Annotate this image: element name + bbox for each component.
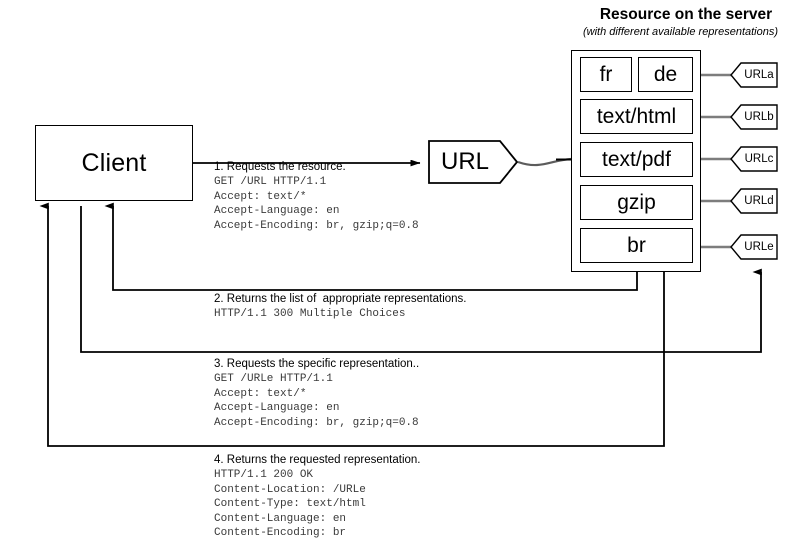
url-variant-shape [730, 234, 778, 260]
url-variant-urle: URLe [730, 234, 778, 260]
client-box: Client [35, 125, 193, 201]
message-1: 1. Requests the resource. GET /URL HTTP/… [214, 160, 544, 233]
url-variant-urla: URLa [730, 62, 778, 88]
url-variant-label: URLe [744, 241, 774, 253]
message-2: 2. Returns the list of appropriate repre… [214, 292, 544, 322]
message-3-title: 3. Requests the specific representation.… [214, 358, 420, 370]
representation-de: de [638, 57, 693, 92]
representation-br: br [580, 228, 693, 263]
message-4-http: HTTP/1.1 200 OK Content-Location: /URLe … [214, 469, 366, 540]
url-variant-urld: URLd [730, 188, 778, 214]
client-label: Client [81, 148, 147, 177]
url-variant-label: URLb [744, 111, 774, 123]
url-variant-shape [730, 104, 778, 130]
url-node: URL [428, 140, 518, 184]
message-1-http: GET /URL HTTP/1.1 Accept: text/* Accept-… [214, 176, 419, 232]
message-3-http: GET /URLe HTTP/1.1 Accept: text/* Accept… [214, 373, 419, 429]
url-variant-label: URLd [744, 195, 774, 207]
url-variant-shape [730, 188, 778, 214]
url-node-label: URL [440, 148, 489, 175]
message-1-title: 1. Requests the resource. [214, 161, 346, 173]
url-variant-shape [730, 62, 778, 88]
representation-gzip: gzip [580, 185, 693, 220]
representation-text-pdf: text/pdf [580, 142, 693, 177]
message-2-http: HTTP/1.1 300 Multiple Choices [214, 308, 406, 320]
url-variant-shape [730, 146, 778, 172]
representation-fr: fr [580, 57, 632, 92]
url-variant-urlb: URLb [730, 104, 778, 130]
message-4-title: 4. Returns the requested representation. [214, 454, 421, 466]
url-variant-urlc: URLc [730, 146, 778, 172]
message-3: 3. Requests the specific representation.… [214, 357, 544, 430]
resource-title: Resource on the server [599, 6, 773, 23]
resource-subtitle: (with different available representation… [582, 26, 779, 38]
message-4: 4. Returns the requested representation.… [214, 453, 544, 541]
representation-text-html: text/html [580, 99, 693, 134]
url-variant-label: URLc [744, 153, 774, 165]
url-variant-label: URLa [744, 69, 774, 81]
message-2-title: 2. Returns the list of appropriate repre… [214, 293, 467, 305]
url-node-shape [428, 140, 518, 184]
